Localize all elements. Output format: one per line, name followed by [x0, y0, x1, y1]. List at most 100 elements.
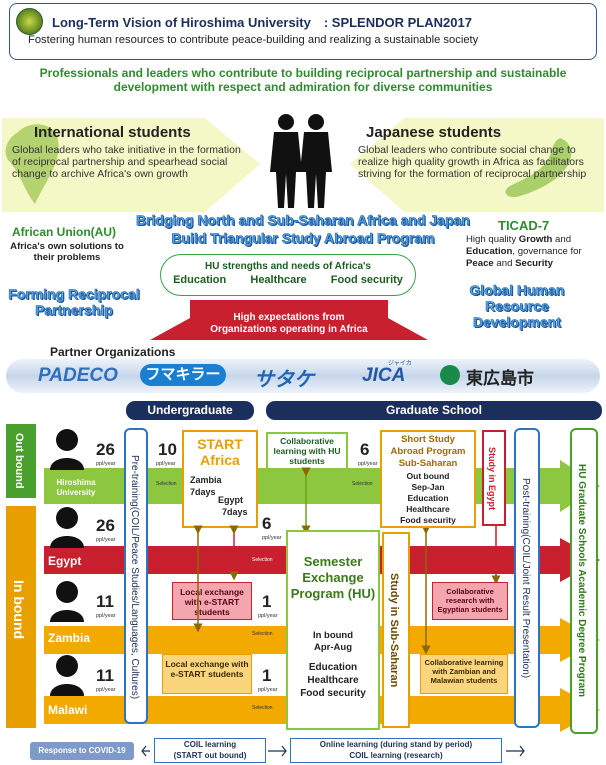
semester-sub2: Apr-Aug — [314, 642, 352, 653]
start-zambia-days: 7days — [190, 487, 216, 497]
row-egypt: Egypt — [48, 554, 82, 568]
six-in-count: 6 — [262, 514, 272, 533]
ticad-education: Education — [466, 246, 513, 257]
hu-strengths-items: Education Healthcare Food security — [161, 274, 415, 286]
short-study-title: Sub-Saharan — [398, 458, 458, 469]
collab-zm-box: Collaborative learning with Zambian and … — [420, 654, 508, 694]
ticad-security: Security — [515, 258, 553, 269]
grad-header: Graduate School — [266, 401, 602, 420]
semester-sub1: In bound — [312, 630, 354, 641]
left-slogan: Forming Reciprocal Partnership — [8, 286, 140, 319]
selection-label: Selection — [252, 705, 273, 711]
start-egypt: Egypt — [218, 495, 244, 505]
coil1-box — [154, 738, 266, 763]
inbound-label: In bound — [11, 580, 27, 640]
strength-item: Education — [173, 274, 227, 286]
collab-hu-box — [266, 432, 348, 470]
strength-item: Healthcare — [250, 274, 307, 286]
africa-map-icon — [5, 124, 59, 204]
start-title-1: START — [197, 436, 243, 452]
collab-egypt-box: Collaborative research with Egyptian stu… — [432, 582, 508, 620]
zambia-unit: ppl/year — [96, 613, 116, 619]
higashihiroshima-logo: 東広島市 — [466, 369, 534, 388]
row-zambia: Zambia — [48, 631, 91, 645]
short-study-title: Abroad Program — [390, 446, 466, 457]
outbound-unit: ppl/year — [96, 461, 116, 467]
coil1-line2: (START out bound) — [173, 751, 247, 760]
outbound-univ: Hiroshima University — [56, 478, 96, 497]
semester-topic: Food security — [300, 688, 366, 699]
collab-hu-label: Collaborative learning with HU students — [273, 436, 341, 466]
short-study-box — [380, 430, 476, 528]
row-malawi: Malawi — [48, 703, 88, 717]
ticad-desc-pre: High quality — [466, 234, 519, 245]
start-title-2: Africa — [200, 452, 240, 468]
person-icon — [50, 581, 84, 622]
outbound-tab — [6, 424, 36, 498]
local-exchange-1: Local exchange with e-START students — [172, 582, 252, 620]
undergrad-header: Undergraduate — [126, 401, 254, 420]
japan-desc: Global leaders who contribute social cha… — [358, 144, 587, 180]
one-a-count: 1 — [262, 592, 272, 611]
short-study-title: Short Study — [401, 434, 455, 445]
bridge-line2: Build Triangular Study Abroad Program — [171, 230, 435, 247]
outbound-count: 26 — [96, 440, 115, 459]
start-count: 10 — [158, 440, 177, 459]
start-egypt-days: 7days — [222, 507, 248, 517]
selection-label: Selection — [252, 557, 273, 563]
start-zambia: Zambia — [190, 475, 222, 485]
expectations-arrow — [150, 300, 428, 340]
start-africa-box — [182, 430, 258, 528]
one-a-unit: ppl/year — [258, 613, 278, 619]
page-subtitle: Fostering human resources to contribute … — [28, 34, 479, 46]
pretraining-box — [124, 428, 148, 724]
short-study-topic: Education — [407, 493, 449, 503]
one-b-count: 1 — [262, 666, 272, 685]
semester-box — [286, 530, 380, 730]
selection-label: Selection — [252, 631, 273, 637]
short-study-sub: Sep-Jan — [411, 482, 445, 492]
japan-title: Japanese students — [366, 124, 502, 141]
six-in-unit: ppl/year — [262, 535, 282, 541]
jica-sub: ジャイカ — [388, 361, 412, 367]
person-icon — [50, 655, 84, 696]
intl-desc: Global leaders who take initiative in th… — [12, 144, 241, 180]
hu-strengths-title: HU strengths and needs of Africa's — [205, 261, 371, 272]
inbound-tab — [6, 506, 36, 728]
ticad-desc: High quality Growth and Education, gover… — [466, 234, 604, 270]
study-egypt-box — [482, 430, 506, 526]
hu-grad-label: HU Graduate Schools Academic Degree Prog… — [576, 464, 587, 698]
students-arrows — [2, 118, 604, 212]
study-egypt-label: Study in Egypt — [487, 446, 497, 510]
ticad-peace: Peace — [466, 258, 494, 269]
japan-map-icon — [505, 138, 572, 198]
post-training-label: Post-training(COIL/Joint Result Presenta… — [520, 477, 531, 679]
ticad-desc-mid: , governance for — [512, 246, 582, 257]
padeco-logo: PADECO — [38, 365, 118, 386]
ticad-title: TICAD-7 — [498, 218, 550, 233]
six-out-count: 6 — [360, 440, 370, 459]
local-exchange-2: Local exchange with e-START students — [162, 654, 252, 694]
malawi-unit: ppl/year — [96, 687, 116, 693]
fumakilla-logo: フマキラー — [140, 364, 226, 386]
people-icon — [270, 114, 332, 208]
coil2-line1: Online learning (during stand by period) — [319, 740, 473, 749]
coil-arrows — [141, 745, 525, 757]
semester-topic: Healthcare — [307, 675, 359, 686]
egypt-count: 26 — [96, 516, 115, 535]
au-title: African Union(AU) — [12, 225, 116, 239]
zambia-count: 11 — [96, 592, 114, 611]
person-icon — [50, 507, 84, 548]
person-icons — [50, 429, 84, 696]
au-desc: Africa's own solutions to their problems — [10, 241, 124, 263]
satake-logo: サタケ — [254, 369, 314, 391]
study-sub-label: Study in Sub-Saharan — [388, 572, 400, 688]
coil2-line2: COIL learning (research) — [349, 751, 443, 760]
tagline: Professionals and leaders who contribute… — [39, 66, 567, 94]
hu-grad-box — [570, 428, 598, 734]
start-unit: ppl/year — [156, 461, 176, 467]
jica-logo: JICA — [362, 365, 406, 386]
one-b-unit: ppl/year — [258, 687, 278, 693]
right-slogan: Global Human Resource Development — [469, 282, 565, 331]
vertical-arrows — [193, 467, 501, 655]
